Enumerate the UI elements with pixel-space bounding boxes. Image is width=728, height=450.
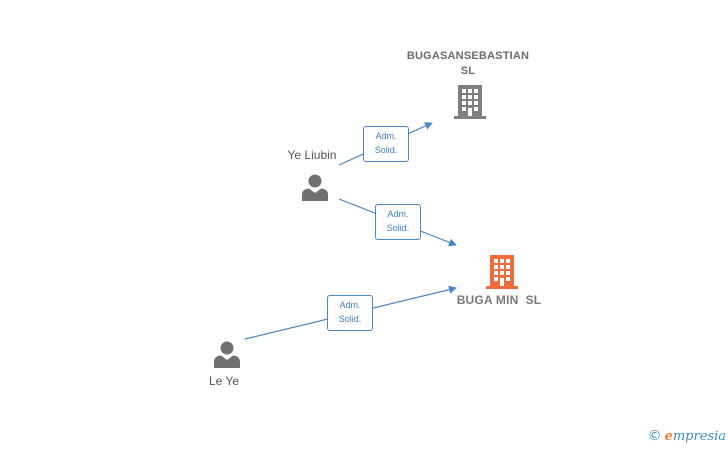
person-icon[interactable] [301,173,329,201]
copyright-icon: © [647,428,662,444]
building-icon-focus[interactable] [486,254,518,289]
company-name-line1: BUGASANSEBASTIAN [406,50,530,62]
company-name-buga-min[interactable]: BUGA MIN SL [456,293,542,307]
company-name-bugasansebastian[interactable]: BUGASANSEBASTIAN SL [398,49,538,79]
relation-role: Adm. [375,131,397,141]
person-icon[interactable] [213,340,241,368]
relation-type: Solid. [374,145,398,155]
relation-role: Adm. [387,209,409,219]
relation-label-le-ye-buga-min: Adm. Solid. [327,295,373,331]
relation-label-ye-liubin-buga-min: Adm. Solid. [375,204,421,240]
brand-initial: e [664,429,673,444]
relation-label-ye-liubin-bugasansebastian: Adm. Solid. [363,126,409,162]
person-name-le-ye[interactable]: Le Ye [208,374,240,388]
empresia-credit[interactable]: ©empresia [648,428,726,444]
company-name-line2: SL [460,65,476,77]
relation-type: Solid. [338,314,362,324]
relation-role: Adm. [339,300,361,310]
building-icon[interactable] [454,84,486,119]
relation-type: Solid. [386,223,410,233]
brand-name: mpresia [672,429,726,444]
person-name-ye-liubin[interactable]: Ye Liubin [287,148,337,162]
